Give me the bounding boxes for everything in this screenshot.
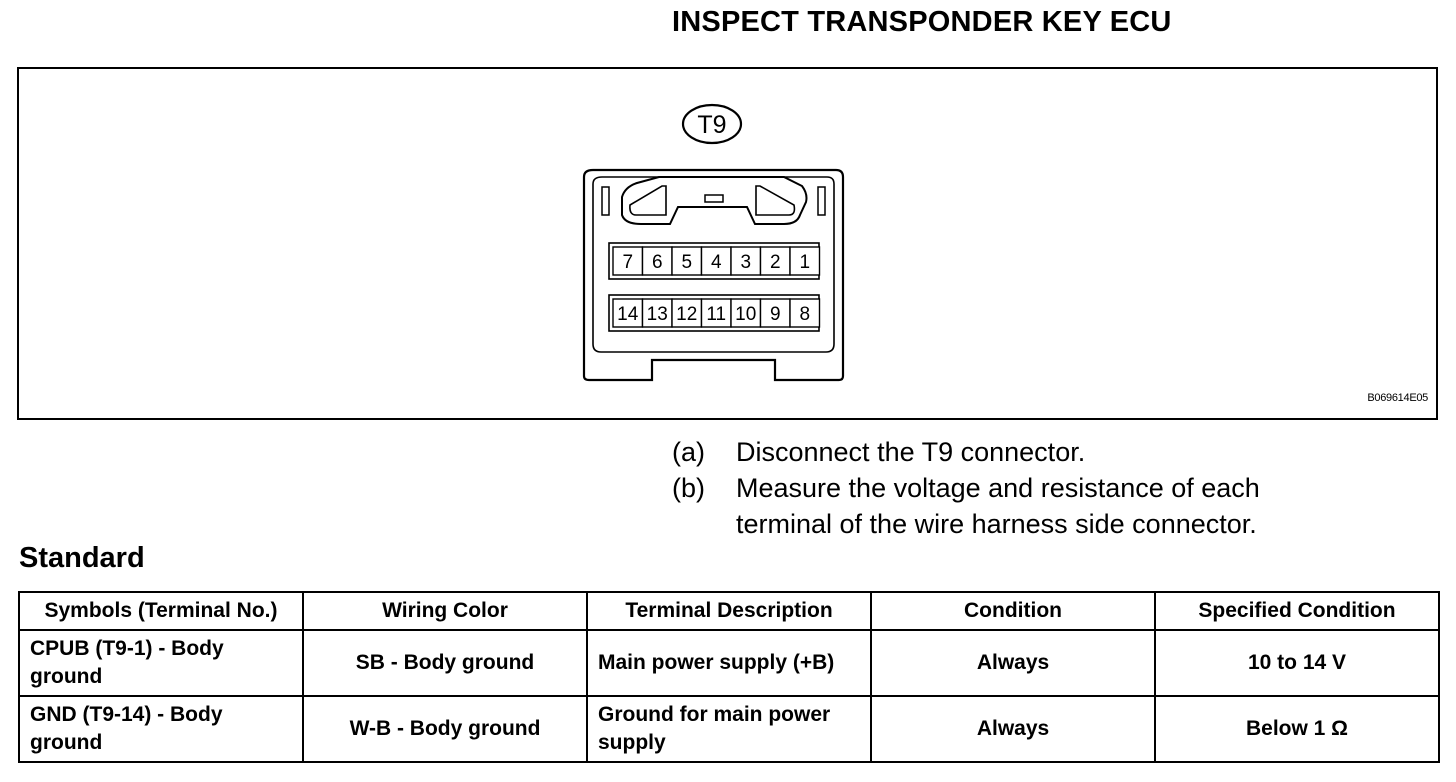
pin-number: 10 (735, 304, 756, 325)
pin-cell (671, 298, 703, 328)
cell-description: Main power supply (+B) (586, 629, 872, 697)
connector-label-oval (681, 103, 743, 145)
pin-number: 11 (706, 304, 726, 325)
standard-table: Symbols (Terminal No.) Wiring Color Term… (18, 591, 1440, 763)
cell-specified-condition: Below 1 Ω (1154, 695, 1440, 763)
step-b: (b) Measure the voltage and resistance o… (672, 470, 1356, 542)
pin-number: 7 (622, 252, 633, 273)
pin-cell (789, 246, 821, 276)
pin-cell (759, 298, 791, 328)
step-marker: (b) (672, 473, 705, 503)
step-marker: (a) (672, 437, 705, 467)
procedure-steps: (a) Disconnect the T9 connector. (b) Mea… (672, 434, 1356, 542)
header-wiring-color: Wiring Color (302, 591, 588, 631)
pin-number: 14 (617, 304, 639, 325)
pin-number: 3 (740, 252, 751, 273)
latch-window-right (755, 185, 796, 216)
pin-number: 5 (681, 252, 692, 273)
table-row: CPUB (T9-1) - Body ground SB - Body grou… (18, 629, 1440, 697)
cell-symbol: GND (T9-14) - Body ground (18, 695, 304, 763)
pin-cell (641, 298, 673, 328)
table-header-row: Symbols (Terminal No.) Wiring Color Term… (18, 591, 1440, 631)
cell-wiring-color: SB - Body ground (302, 629, 588, 697)
step-a: (a) Disconnect the T9 connector. (672, 434, 1356, 470)
header-symbols: Symbols (Terminal No.) (18, 591, 304, 631)
pin-number: 8 (799, 304, 810, 325)
step-text: Measure the voltage and resistance of ea… (736, 473, 1260, 539)
page-title: INSPECT TRANSPONDER KEY ECU (672, 6, 1172, 38)
cell-description: Ground for main power supply (586, 695, 872, 763)
header-condition: Condition (870, 591, 1156, 631)
connector-inner-outline (592, 176, 835, 353)
header-terminal-description: Terminal Description (586, 591, 872, 631)
step-text: Disconnect the T9 connector. (736, 437, 1086, 467)
pin-cell (730, 246, 762, 276)
table-row: GND (T9-14) - Body ground W-B - Body gro… (18, 695, 1440, 763)
latch-window-left (629, 185, 667, 216)
standard-heading: Standard (19, 542, 145, 574)
pin-cell (730, 298, 762, 328)
cell-condition: Always (870, 695, 1156, 763)
cell-condition: Always (870, 629, 1156, 697)
pin-number: 6 (652, 252, 663, 273)
pin-cell (789, 298, 821, 328)
cell-specified-condition: 10 to 14 V (1154, 629, 1440, 697)
figure-id: B069614E05 (1367, 392, 1428, 404)
cell-symbol: CPUB (T9-1) - Body ground (18, 629, 304, 697)
header-specified-condition: Specified Condition (1154, 591, 1440, 631)
latch-tab (704, 194, 724, 203)
side-notch-left (601, 186, 610, 216)
cell-wiring-color: W-B - Body ground (302, 695, 588, 763)
pin-number: 12 (676, 304, 697, 325)
side-notch-right (817, 186, 826, 216)
pin-number: 2 (770, 252, 781, 273)
pin-number: 9 (770, 304, 781, 325)
pin-cell (700, 298, 732, 328)
pin-number: 13 (647, 304, 668, 325)
pin-number: 4 (711, 252, 722, 273)
pin-number: 1 (799, 252, 810, 273)
connector-label: T9 (697, 111, 726, 139)
